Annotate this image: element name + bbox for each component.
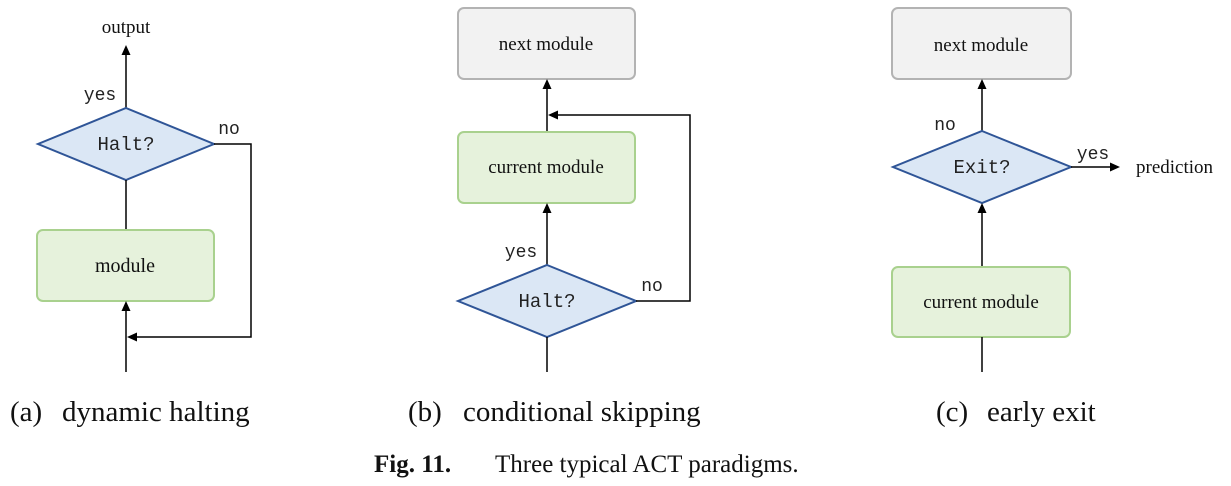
panel-c-current-to-diamond-arrowhead (977, 203, 987, 213)
panel-b-yes-label: yes (505, 243, 537, 263)
panel-c-exit-label: Exit? (953, 157, 1010, 179)
panel-b-no-skip-loop (557, 114, 691, 302)
panel-a-input-arrowhead (121, 301, 131, 311)
panel-a-no-label: no (218, 120, 240, 140)
panel-c-next-module-label: next module (934, 35, 1028, 56)
panel-a-caption-text: dynamic halting (62, 396, 250, 428)
panel-c-to-next-arrowhead (977, 79, 987, 89)
panel-a-module-label: module (95, 255, 155, 277)
panel-c-current-module-label: current module (923, 292, 1039, 313)
panel-c-early-exit: next module no Exit? yes prediction curr… (890, 7, 1214, 428)
panel-a-output-arrowhead (121, 45, 131, 55)
panel-b-current-module-label: current module (488, 157, 604, 178)
figure-caption: Fig. 11. Three typical ACT paradigms. (374, 451, 799, 478)
figure-caption-label: Fig. 11. (374, 451, 451, 478)
panel-a-module-box (36, 229, 215, 302)
panel-b-conditional-skipping: next module current module yes Halt? no … (408, 7, 701, 428)
panel-b-halt-label: Halt? (518, 291, 575, 313)
panel-b-to-next-arrowhead (542, 79, 552, 89)
panel-b-caption-tag: (b) (408, 396, 442, 428)
panel-a-output-label: output (102, 17, 151, 38)
panel-b-no-skip-arrowhead (548, 110, 558, 120)
panel-c-current-module-box (891, 266, 1071, 338)
panel-a-yes-label: yes (84, 86, 116, 106)
panel-a-caption-tag: (a) (10, 396, 42, 428)
panel-b-next-module-label: next module (499, 34, 593, 55)
panel-c-caption-text: early exit (987, 396, 1096, 428)
figure-caption-text: Three typical ACT paradigms. (495, 451, 799, 478)
panel-b-caption-text: conditional skipping (463, 396, 701, 428)
panel-a-no-loop (134, 143, 252, 338)
panel-b-next-module-box (457, 7, 636, 80)
panel-c-prediction-label: prediction (1136, 157, 1214, 178)
panel-a-dynamic-halting: output yes Halt? no module (a) dynamic h… (10, 17, 252, 428)
panel-a-halt-label: Halt? (97, 134, 154, 156)
panel-c-caption-tag: (c) (936, 396, 968, 428)
panel-c-prediction-arrowhead (1110, 162, 1120, 172)
panel-b-current-module-box (457, 131, 636, 204)
panel-c-yes-label: yes (1077, 145, 1109, 165)
panel-b-no-label: no (641, 277, 663, 297)
panel-c-next-module-box (891, 7, 1072, 80)
panel-b-diamond-to-current-arrowhead (542, 203, 552, 213)
panel-a-no-loop-arrowhead (127, 332, 137, 342)
panel-c-no-label: no (934, 116, 956, 136)
